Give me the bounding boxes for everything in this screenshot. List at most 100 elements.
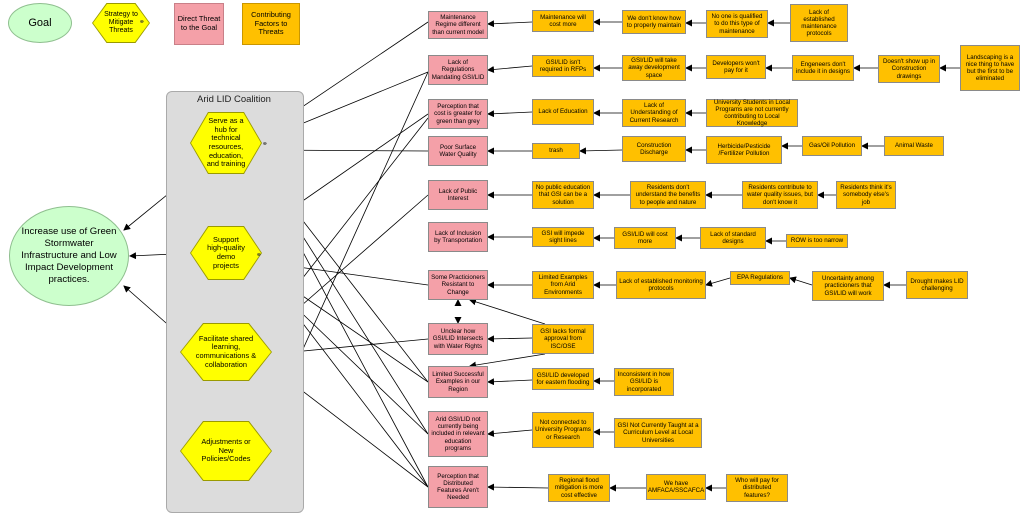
factor-not-in-rfps[interactable]: GSI/LID isn't required in RFPs [532,55,594,77]
node-label: EPA Regulations [737,274,783,282]
factor-residents-dont-understand[interactable]: Residents don't understand the benefits … [630,181,706,209]
factor-construction-discharge[interactable]: Construction Discharge [622,136,686,162]
node-label: Lack of established monitoring protocols [619,277,703,292]
goal-text: Increase use of Green Stormwater Infrast… [21,226,117,285]
factor-formal-approval[interactable]: GSI lacks formal approval from ISC/OSE [532,324,594,354]
node-label: Lack of Inclusion by Transportation [434,229,482,244]
factor-row-narrow[interactable]: ROW is too narrow [786,234,848,248]
factor-development-space[interactable]: GSI/LID will take away development space [622,55,686,81]
factor-drought[interactable]: Drought makes LID challenging [906,271,968,299]
node-label: No one is qualified to do this type of m… [711,13,763,35]
factor-who-will-pay[interactable]: Who will pay for distributed features? [726,474,788,502]
node-label: GSI/LID will take away development space [628,57,680,79]
node-label: GSI Not Currently Taught at a Curriculum… [617,422,699,444]
factor-current-research[interactable]: Lack of Understanding of Current Researc… [622,99,686,127]
node-label: GSI/LID will cost more [622,230,668,245]
factor-not-taught[interactable]: GSI Not Currently Taught at a Curriculum… [614,418,702,448]
strategy-hub[interactable]: Serve as a hub for technical resources, … [191,113,261,173]
threat-lack-of-regulations[interactable]: Lack of Regulations Mandating GSI/LID [428,55,488,85]
factor-maintenance-cost[interactable]: Maintenance will cost more [532,10,594,32]
connector-arrow [487,335,533,343]
factor-standard-designs[interactable]: Lack of standard designs [700,227,766,249]
node-label: Lack of Public Interest [438,187,478,202]
factor-herbicide-pollution[interactable]: Herbicide/Pesticide /Fertilizer Pollutio… [706,136,782,164]
link-icon: ⚭ [262,141,268,148]
factor-landscaping[interactable]: Landscaping is a nice thing to have but … [960,45,1020,91]
factor-trash[interactable]: trash [532,143,580,159]
connector-arrow [579,147,623,155]
threat-perception-cost[interactable]: Perception that cost is greater for gree… [428,99,488,129]
factor-practitioner-uncertainty[interactable]: Uncertainty among practicioners that GSI… [812,271,884,301]
legend-strategy-label: Strategy to Mitigate Threats [104,10,138,35]
factor-not-connected-university[interactable]: Not connected to University Programs or … [532,412,594,448]
node-label: Some Practicioners Resistant to Change [431,274,485,296]
strategy-demo-label: Support high-quality demo projects [207,234,245,270]
connector-arrow [487,20,533,28]
threat-surface-water-quality[interactable]: Poor Surface Water Quality [428,136,488,166]
goal-node: Increase use of Green Stormwater Infrast… [9,206,129,306]
node-label: Lack of Education [538,108,588,116]
legend-goal: Goal [8,3,72,43]
node-label: We don't know how to properly maintain [626,14,682,29]
node-label: Residents think it's somebody else's job [840,184,892,206]
factor-cost-more[interactable]: GSI/LID will cost more [614,227,676,249]
legend-contributing: Contributing Factors to Threats [242,3,300,45]
factor-sight-lines[interactable]: GSI will impede sight lines [532,227,594,247]
threat-transportation[interactable]: Lack of Inclusion by Transportation [428,222,488,252]
threat-distributed-features[interactable]: Perception that Distributed Features Are… [428,466,488,508]
factor-eastern-flooding[interactable]: GSI/LID developed for eastern flooding [532,368,594,390]
factor-developers-wont-pay[interactable]: Developers won't pay for it [706,55,766,79]
factor-engineers-dont-include[interactable]: Engeneers don't include it in designs [792,55,854,81]
factor-inconsistent[interactable]: Inconsistent in how GSI/LID is incorpora… [614,368,674,396]
link-icon: ⚭ [139,19,145,26]
node-label: GSI/LID isn't required in RFPs [539,58,587,73]
factor-no-public-education[interactable]: No public education that GSI can be a so… [532,181,594,209]
strategy-policy-label: Adjustments or New Policies/Codes [201,437,251,464]
factor-arid-examples[interactable]: Limited Examples from Arid Environments [532,271,594,299]
node-label: GSI/LID developed for eastern flooding [536,371,590,386]
legend-direct-threat: Direct Threat to the Goal [174,3,224,45]
factor-somebody-elses-job[interactable]: Residents think it's somebody else's job [836,181,896,209]
factor-maintenance-protocols[interactable]: Lack of established maintenance protocol… [790,4,848,42]
node-label: Gas/Oil Pollution [808,142,856,150]
node-label: Who will pay for distributed features? [735,477,779,499]
node-label: Animal Waste [895,142,933,150]
node-label: ROW is too narrow [790,237,844,245]
factor-dont-know-maintain[interactable]: We don't know how to properly maintain [622,10,686,34]
node-label: GSI will impede sight lines [541,229,585,244]
node-label: Limited Successful Examples in our Regio… [432,371,484,393]
threat-water-rights[interactable]: Unclear how GSI/LID Intersects with Wate… [428,323,488,355]
connector-arrow [789,276,813,286]
node-label: Herbicide/Pesticide /Fertilizer Pollutio… [717,142,771,157]
node-label: Arid GSI/LID not currently being include… [431,416,485,452]
strategy-shared[interactable]: Facilitate shared learning, communicatio… [181,324,271,380]
link-icon: ⚭ [256,252,262,259]
factor-university-students[interactable]: University Students in Local Programs ar… [706,99,798,127]
factor-monitoring-protocols[interactable]: Lack of established monitoring protocols [616,271,706,299]
factor-animal-waste[interactable]: Animal Waste [884,136,944,156]
node-label: Perception that cost is greater for gree… [434,103,482,125]
strategy-hub-label: Serve as a hub for technical resources, … [206,116,246,169]
legend-goal-label: Goal [28,17,52,29]
factor-epa-regulations[interactable]: EPA Regulations [730,271,790,285]
node-label: Construction Discharge [636,141,672,156]
threat-public-interest[interactable]: Lack of Public Interest [428,180,488,210]
node-label: No public education that GSI can be a so… [535,184,591,206]
node-label: Lack of Regulations Mandating GSI/LID [431,59,485,81]
threat-maintenance-regime[interactable]: Maintenance Regime different than curren… [428,11,488,39]
legend-contributing-label: Contributing Factors to Threats [251,10,291,37]
factor-lack-education[interactable]: Lack of Education [532,99,594,125]
factor-residents-contribute[interactable]: Residents contribute to water quality is… [742,181,818,209]
node-label: Limited Examples from Arid Environments [538,274,588,296]
factor-construction-drawings[interactable]: Doesn't show up in Construction drawings [878,55,940,83]
threat-limited-examples[interactable]: Limited Successful Examples in our Regio… [428,366,488,398]
node-label: Regional flood mitigation is more cost e… [554,477,604,499]
node-label: Doesn't show up in Construction drawings [882,58,936,80]
node-label: Perception that Distributed Features Are… [437,472,479,502]
factor-gas-oil[interactable]: Gas/Oil Pollution [802,136,862,156]
factor-regional-flood[interactable]: Regional flood mitigation is more cost e… [548,474,610,502]
factor-amfaca[interactable]: We have AMFACA/SSCAFCA [646,474,706,500]
threat-resistant-to-change[interactable]: Some Practicioners Resistant to Change [428,270,488,300]
threat-education-programs[interactable]: Arid GSI/LID not currently being include… [428,411,488,457]
factor-no-one-qualified[interactable]: No one is qualified to do this type of m… [706,10,768,38]
